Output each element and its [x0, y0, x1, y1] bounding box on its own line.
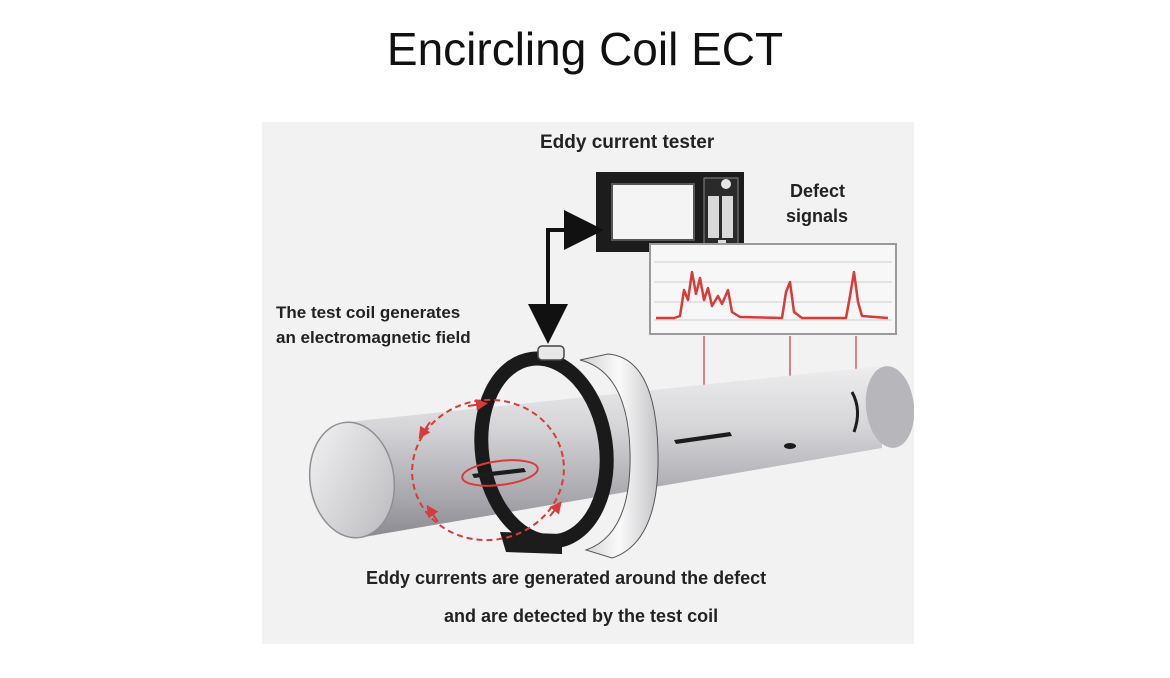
eddy-current-loops	[411, 398, 565, 542]
coil-label-line2: an electromagnetic field	[276, 328, 471, 347]
slide-title: Encircling Coil ECT	[386, 23, 784, 75]
signal-trace	[656, 270, 889, 320]
pit-defect	[784, 443, 796, 449]
eddy-label-line1: Eddy currents are generated around the d…	[366, 568, 766, 588]
ect-diagram-svg: Eddy current tester Defect signals The	[262, 122, 914, 644]
defect-signal-display	[649, 243, 897, 335]
defect-signals-label-line2: signals	[786, 206, 848, 226]
circumferential-defect	[850, 391, 859, 433]
encircling-coil	[474, 345, 659, 559]
defect-under-coil	[472, 468, 526, 478]
eddy-current-tester	[596, 172, 744, 252]
defect-signals-label-line1: Defect	[790, 181, 845, 201]
defect-marks	[674, 391, 859, 449]
tester-label: Eddy current tester	[540, 132, 715, 153]
coil-label-line1: The test coil generates	[276, 303, 460, 322]
ect-diagram: Eddy current tester Defect signals The	[262, 122, 914, 644]
knob-icon	[721, 179, 731, 189]
longitudinal-defect	[674, 432, 732, 444]
eddy-label-line2: and are detected by the test coil	[444, 606, 718, 626]
